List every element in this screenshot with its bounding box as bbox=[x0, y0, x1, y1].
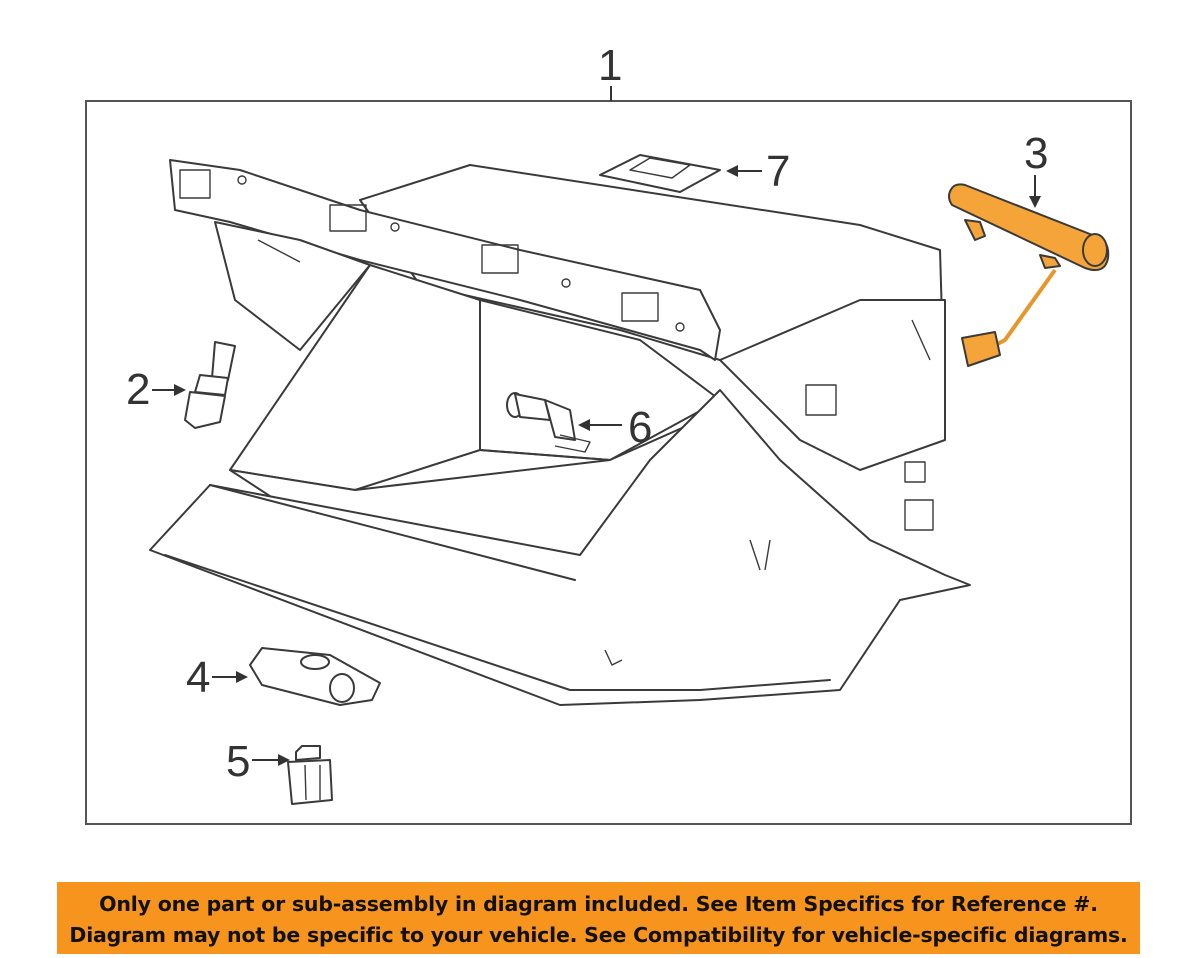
part-7-plate bbox=[599, 154, 721, 193]
glove-box-assembly bbox=[149, 159, 971, 706]
part-5-clip bbox=[287, 745, 333, 805]
callout-3: 3 bbox=[1024, 129, 1048, 178]
callout-6-arrow bbox=[578, 419, 590, 431]
callout-3-arrow bbox=[1029, 196, 1041, 208]
parts-diagram: 1 bbox=[85, 41, 1132, 825]
callout-2: 2 bbox=[126, 365, 150, 414]
disclaimer-line-2: Diagram may not be specific to your vehi… bbox=[69, 923, 1128, 947]
callout-7: 7 bbox=[766, 147, 790, 196]
part-3-glove-box-lamp bbox=[948, 183, 1110, 367]
part-6-bumper bbox=[506, 392, 591, 453]
part-4-latch bbox=[249, 647, 381, 706]
disclaimer-banner: Only one part or sub-assembly in diagram… bbox=[57, 882, 1140, 954]
part-2-bulb bbox=[184, 341, 236, 429]
callout-4: 4 bbox=[186, 653, 210, 702]
callout-4-arrow bbox=[236, 671, 248, 683]
disclaimer-line-1: Only one part or sub-assembly in diagram… bbox=[99, 892, 1098, 916]
callout-2-arrow bbox=[174, 384, 186, 396]
callout-5: 5 bbox=[226, 737, 250, 786]
callout-1: 1 bbox=[598, 41, 622, 90]
callout-5-arrow bbox=[278, 754, 290, 766]
callout-7-arrow bbox=[726, 165, 738, 177]
assembly-frame bbox=[85, 100, 1132, 825]
callout-6: 6 bbox=[628, 403, 652, 452]
